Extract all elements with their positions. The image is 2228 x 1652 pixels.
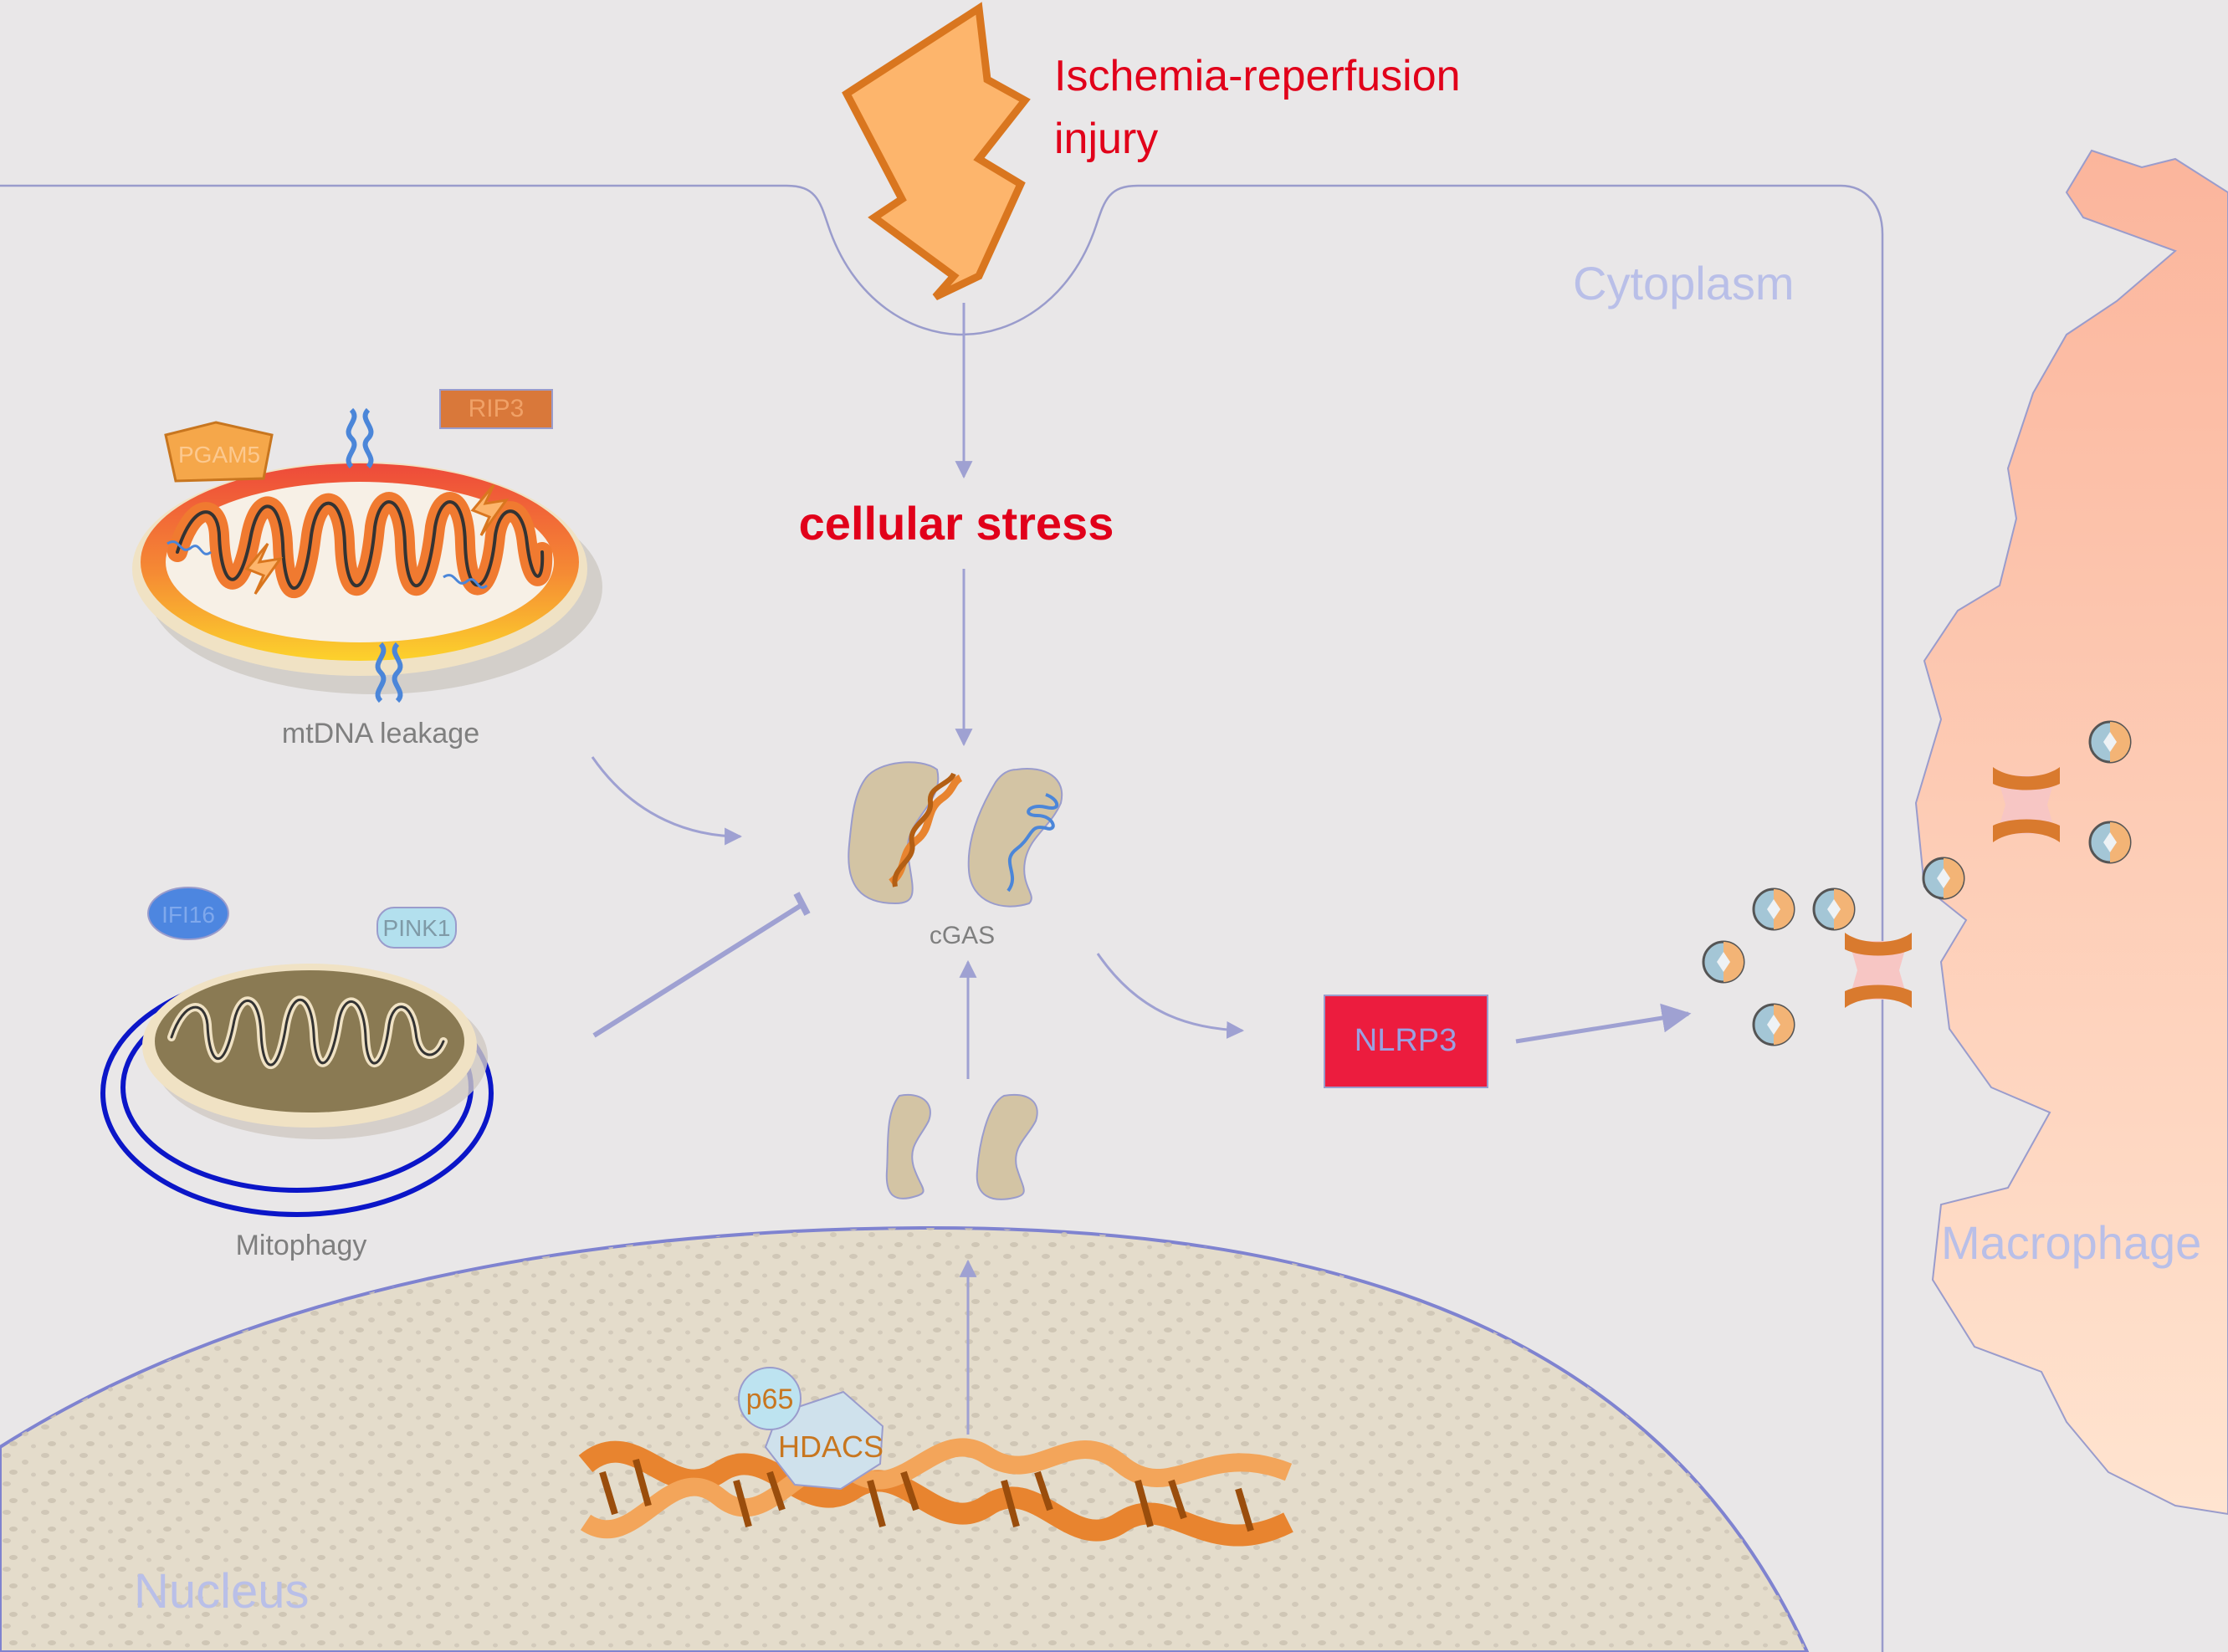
leaking-mitochondrion [132, 407, 602, 703]
cytokines [1702, 720, 2132, 1046]
rip3-label: RIP3 [469, 395, 525, 422]
nucleus-label: Nucleus [134, 1564, 310, 1619]
cytokine-molecule [1702, 940, 1745, 984]
gsdmd-pore-channel [1993, 767, 2060, 842]
rip3-protein [439, 389, 553, 429]
pink1-label: PINK1 [383, 915, 451, 941]
inhibition-bar [793, 892, 811, 916]
gsdmd-pore-channel [1845, 933, 1912, 1008]
ischemia-bolt-icon [842, 2, 1031, 301]
cgas-monomers [885, 1093, 1038, 1200]
mitophagy-mitochondrion [100, 964, 494, 1217]
hdacs-label: HDACS [778, 1430, 884, 1464]
cellular-stress-label: cellular stress [799, 497, 1114, 550]
stimulus-label-line2: injury [1054, 115, 1158, 163]
nlrp3-label: NLRP3 [1355, 1023, 1457, 1058]
cgas-label: cGAS [930, 922, 995, 949]
arrow-cgas-to-nlrp3 [1096, 953, 1245, 1039]
ifi16-label: IFI16 [161, 902, 215, 928]
pgam5-protein [164, 421, 274, 483]
cgas-dimer [848, 761, 1063, 908]
cytokine-molecule [1752, 887, 1795, 931]
pgam5-label: PGAM5 [178, 442, 260, 468]
mitophagy-label: Mitophagy [236, 1230, 367, 1261]
nucleus-texture [0, 1227, 1807, 1652]
ifi16-protein [147, 887, 229, 940]
cytokine-molecule [2088, 720, 2132, 764]
cytokine-molecule [2088, 821, 2132, 864]
stimulus-label-line1: Ischemia-reperfusion [1054, 52, 1461, 100]
nlrp3-box [1324, 995, 1488, 1088]
macrophage-cell [1914, 149, 2228, 1516]
cytokine-molecule [1752, 1003, 1795, 1046]
p65-label: p65 [746, 1383, 794, 1415]
mtdna-leakage-label: mtDNA leakage [282, 718, 479, 749]
pink1-protein [376, 907, 457, 949]
arrow-nlrp3-to-cytokines [1515, 1003, 1692, 1044]
p65-protein [738, 1367, 802, 1430]
macrophage-label: Macrophage [1941, 1216, 2201, 1269]
cell-membrane [0, 184, 1884, 1652]
inhibition-mitophagy-to-cgas [592, 903, 803, 1038]
cytokine-molecule [1922, 857, 1965, 900]
cytoplasm-label: Cytoplasm [1573, 257, 1795, 309]
arrow-mtdna-to-cgas [591, 756, 743, 846]
nuclear-dna-helix [578, 1438, 1293, 1547]
cytokine-molecule [1812, 887, 1856, 931]
